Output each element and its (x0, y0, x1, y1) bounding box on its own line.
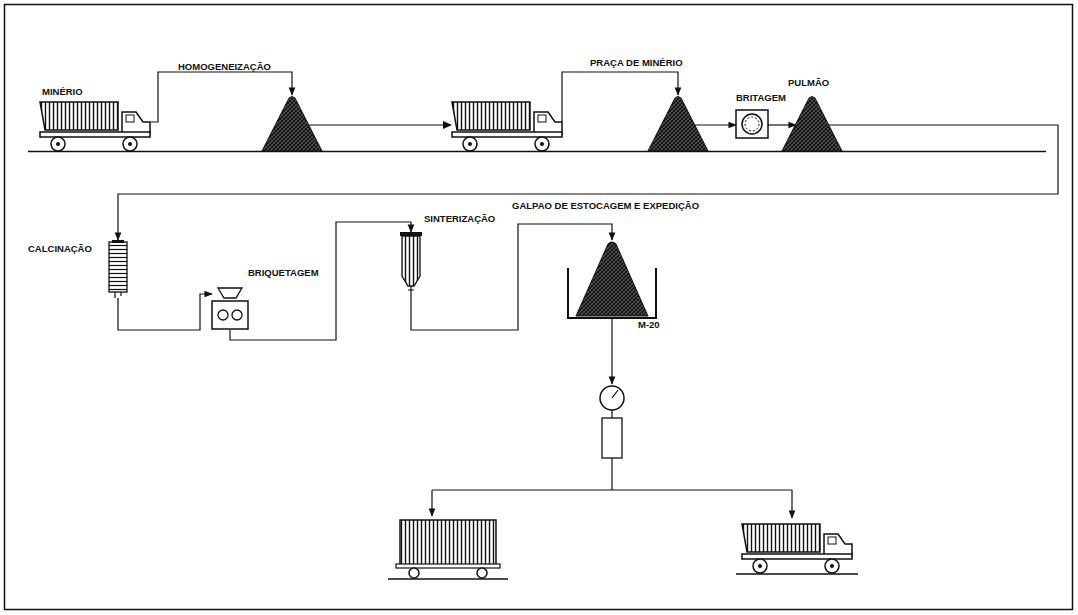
process-stage: BRITAGEM (736, 110, 768, 138)
flow-arrow (118, 294, 212, 330)
ground-line (736, 573, 858, 575)
rail-wagon (388, 520, 508, 579)
bin-symbol (568, 242, 656, 318)
truck-symbol (40, 102, 150, 151)
stage-label: CALCINAÇÃO (28, 244, 92, 255)
sinter-symbol (400, 232, 422, 292)
process-stage: PRAÇA DE MINÉRIO (648, 95, 708, 151)
stage-label: PULMÃO (788, 78, 829, 89)
briq-symbol (212, 288, 248, 329)
stage-label: BRIQUETAGEM (248, 268, 319, 279)
transport-truck (742, 524, 852, 573)
process-stage: SINTERIZAÇÃO (400, 232, 422, 292)
pile-symbol (648, 97, 708, 152)
flow-arrow (768, 124, 796, 125)
stage-label: MINÉRIO (42, 87, 83, 98)
dispatch-line (432, 318, 792, 518)
process-stage: PULMÃO (782, 95, 842, 151)
process-stage: MINÉRIO (40, 100, 152, 152)
flow-arrow (309, 72, 678, 125)
frame (5, 5, 1073, 610)
stage-label: BRITAGEM (736, 93, 786, 104)
ground-line (28, 151, 1046, 153)
stage-illustration (40, 100, 152, 152)
transport-truck (452, 102, 562, 151)
stage-label: SINTERIZAÇÃO (424, 214, 495, 225)
flow-arrow (118, 125, 1058, 240)
process-stage: BRIQUETAGEM (212, 288, 248, 330)
stage-label: PRAÇA DE MINÉRIO (590, 58, 683, 69)
flow-arrow (230, 222, 411, 340)
crusher-symbol (736, 110, 768, 138)
stage-illustration (568, 240, 656, 318)
stage-illustration (736, 110, 768, 138)
stage-illustration (648, 95, 708, 151)
stage-illustration (262, 95, 322, 151)
calciner-symbol (109, 240, 127, 298)
equipment-code: M-20 (638, 320, 660, 331)
scale-gauge (600, 386, 624, 458)
stage-illustration (212, 288, 248, 330)
process-stage: CALCINAÇÃO (108, 240, 128, 298)
flow-arrow (151, 72, 292, 122)
process-stage: HOMOGENEIZAÇÃO (262, 95, 322, 151)
stage-illustration (400, 232, 422, 292)
stage-illustration (782, 95, 842, 151)
stage-illustration (108, 240, 128, 298)
process-stage: GALPAO DE ESTOCAGEM E EXPEDIÇÃOM-20 (568, 240, 656, 318)
stage-label: GALPAO DE ESTOCAGEM E EXPEDIÇÃO (512, 201, 699, 212)
pile-symbol (262, 97, 322, 152)
flow-arrow (694, 124, 736, 125)
pile-symbol (782, 97, 842, 152)
stage-label: HOMOGENEIZAÇÃO (178, 62, 271, 73)
